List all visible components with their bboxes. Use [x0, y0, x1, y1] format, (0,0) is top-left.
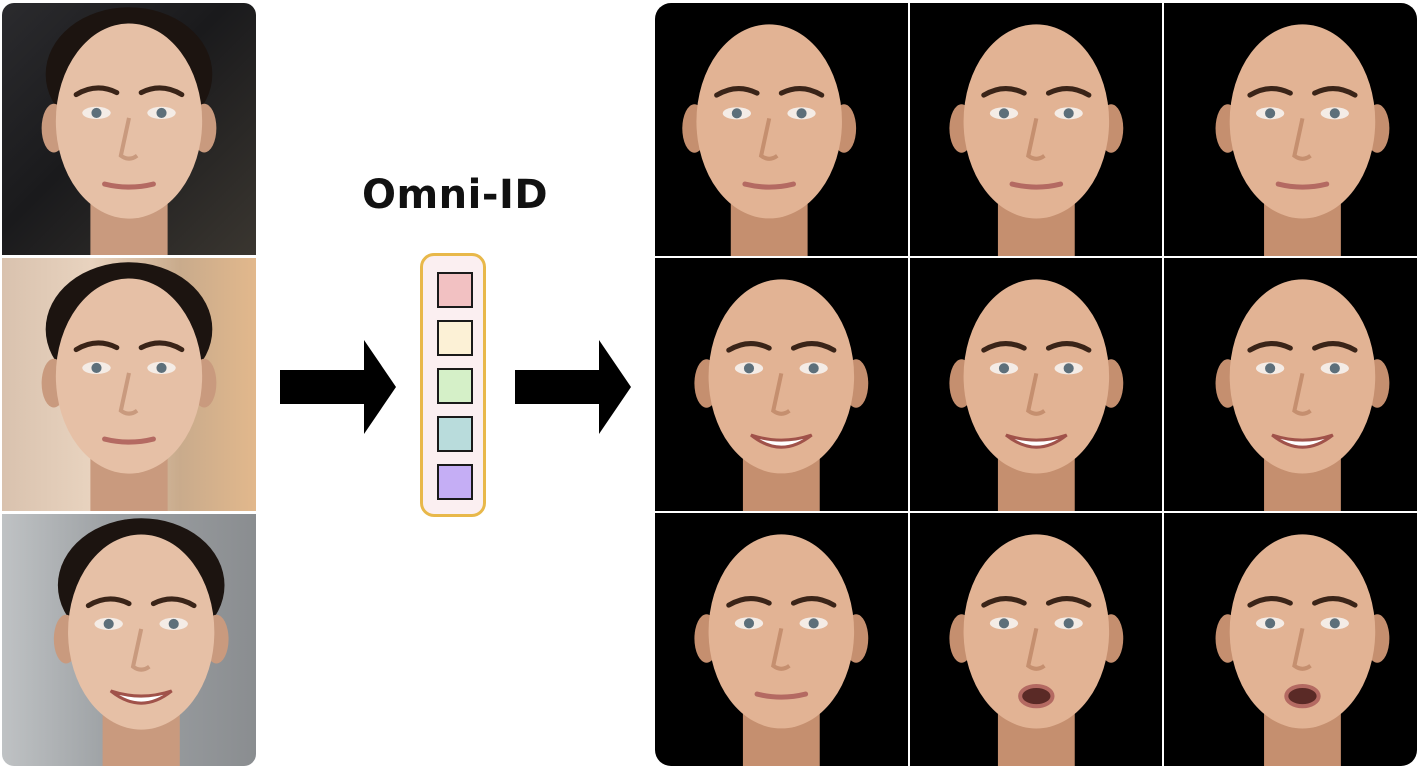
embedding-token: [437, 416, 473, 452]
face-illustration: [1215, 24, 1390, 256]
identity-embedding: [420, 253, 486, 517]
generated-face-tile: [1164, 3, 1417, 256]
embedding-token: [437, 464, 473, 500]
generated-face-tile: [655, 258, 908, 511]
generated-face-tile: [655, 3, 908, 256]
face-illustration: [53, 517, 229, 766]
arrow-right-icon: [280, 340, 396, 434]
face-illustration: [694, 534, 869, 766]
embedding-token: [437, 272, 473, 308]
generated-face-tile: [655, 513, 908, 766]
face-illustration: [949, 534, 1123, 766]
face-illustration: [949, 279, 1123, 511]
face-illustration: [41, 262, 217, 511]
face-illustration: [1215, 534, 1390, 766]
face-illustration: [41, 7, 217, 256]
input-photo-column: [2, 3, 256, 766]
input-face-photo: [2, 3, 256, 256]
face-illustration: [682, 24, 857, 256]
face-illustration: [949, 24, 1123, 256]
face-illustration: [1215, 279, 1390, 511]
arrow-right-icon: [515, 340, 631, 434]
generated-face-grid: [655, 3, 1417, 766]
face-illustration: [694, 279, 869, 511]
model-title: Omni-ID: [361, 172, 549, 218]
embedding-token: [437, 368, 473, 404]
generated-face-tile: [909, 258, 1163, 511]
generated-face-tile: [909, 513, 1163, 766]
generated-face-tile: [1164, 513, 1417, 766]
generated-face-tile: [909, 3, 1163, 256]
input-face-photo: [2, 258, 256, 511]
input-face-photo: [2, 513, 256, 766]
generated-face-tile: [1164, 258, 1417, 511]
embedding-token: [437, 320, 473, 356]
